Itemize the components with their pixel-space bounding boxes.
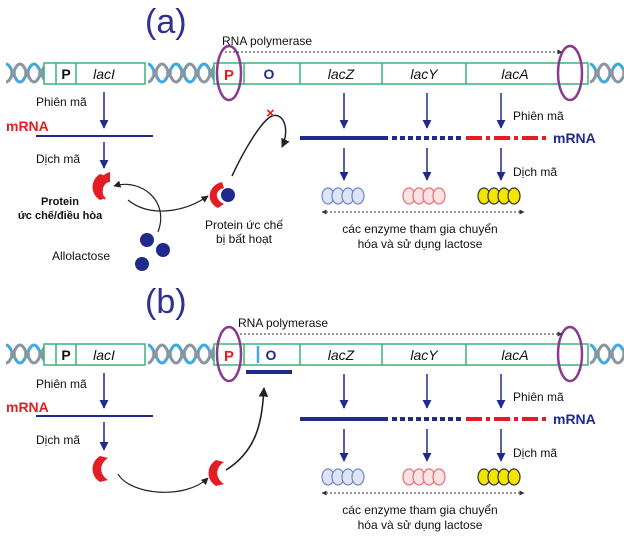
dna-helix-middle [146, 343, 220, 365]
lacA-enzyme [477, 187, 521, 205]
left-transcription-label: Phiên mã [36, 95, 87, 109]
regulator-promoter: P [61, 66, 70, 82]
lacI-gene-label: lacI [93, 347, 115, 363]
lacZ-gene-label: lacZ [328, 347, 355, 363]
operator-label: O [266, 347, 277, 363]
panel-b: (b) P lacI P O lacZ lacY lacA RNA polym [4, 283, 624, 532]
inactive-label-1: Protein ức chế [205, 218, 283, 232]
allolactose-label: Allolactose [52, 249, 110, 263]
inactive-repressor [209, 182, 224, 208]
repressor-label-1: Protein [41, 196, 79, 208]
operon-box: P O lacZ lacY lacA [213, 343, 589, 366]
left-transcription-label: Phiên mã [36, 377, 87, 391]
right-transcription-label: Phiên mã [513, 109, 564, 123]
operon-box: P O lacZ lacY lacA [213, 62, 589, 85]
allolactose-molecule [140, 233, 154, 247]
panel-label-b: (b) [145, 283, 187, 321]
inactive-label-2: bị bất hoạt [216, 232, 273, 246]
enzymes-label-2: hóa và sử dụng lactose [358, 518, 483, 532]
dna-helix-middle [146, 62, 220, 84]
repressor-label-2: ức chế/điều hòa [18, 210, 103, 222]
allolactose-molecule [135, 257, 149, 271]
regulator-gene-box: P lacI [43, 62, 146, 85]
lacZ-enzyme [321, 187, 365, 205]
promoter-ring [215, 44, 243, 102]
dna-helix-left [4, 343, 50, 365]
active-repressor [208, 460, 224, 486]
lacA-gene-label: lacA [501, 66, 528, 82]
regulator-gene-box: P lacI [43, 343, 146, 366]
lacY-enzyme [402, 468, 446, 486]
dna-helix-left [4, 62, 50, 84]
blocked-mark: × [266, 105, 275, 122]
right-translation-label: Dịch mã [513, 165, 557, 179]
operator-binding-arrow [225, 387, 269, 471]
panel-label-a: (a) [145, 3, 187, 41]
left-translation-label: Dịch mã [36, 152, 80, 166]
lacA-gene-label: lacA [501, 347, 528, 363]
enzymes-label-1: các enzyme tham gia chuyển [342, 503, 497, 517]
right-mrna-label: mRNA [553, 411, 596, 427]
bound-allolactose [221, 188, 235, 202]
regulator-promoter: P [61, 347, 70, 363]
repressor-move-arrow [117, 473, 209, 493]
lacY-enzyme [402, 187, 446, 205]
lacY-gene-label: lacY [410, 66, 439, 82]
repressor-protein-body [92, 174, 106, 200]
rna-polymerase-label: RNA polymerase [222, 34, 312, 48]
terminator-ring [556, 44, 584, 102]
left-mrna-label: mRNA [6, 118, 49, 134]
allolactose-molecule [156, 243, 170, 257]
left-translation-label: Dịch mã [36, 433, 80, 447]
left-mrna-label: mRNA [6, 399, 49, 415]
terminator-ring [556, 325, 584, 383]
dna-helix-right [588, 62, 624, 84]
dna-helix-right [588, 343, 624, 365]
panel-a: (a) P lacI P O lacZ lacY lacA RNA polyme… [4, 3, 624, 271]
operon-promoter: P [224, 348, 234, 365]
right-transcription-label: Phiên mã [513, 390, 564, 404]
right-translation-label: Dịch mã [513, 446, 557, 460]
enzymes-label-1: các enzyme tham gia chuyển [342, 222, 497, 236]
inactivation-arrow [127, 195, 209, 212]
operon-promoter: P [224, 67, 234, 84]
operator-label: O [264, 66, 275, 82]
lacA-enzyme [477, 468, 521, 486]
enzymes-label-2: hóa và sử dụng lactose [358, 237, 483, 251]
lacZ-gene-label: lacZ [328, 66, 355, 82]
promoter-ring [215, 325, 243, 383]
rna-polymerase-label: RNA polymerase [238, 316, 328, 330]
lacI-gene-label: lacI [93, 66, 115, 82]
blocked-binding-arrow [231, 114, 290, 177]
right-mrna-label: mRNA [553, 130, 596, 146]
repressor-protein [92, 456, 108, 482]
lacZ-enzyme [321, 468, 365, 486]
lacY-gene-label: lacY [410, 347, 439, 363]
inducer-binding-arrow [113, 180, 162, 233]
